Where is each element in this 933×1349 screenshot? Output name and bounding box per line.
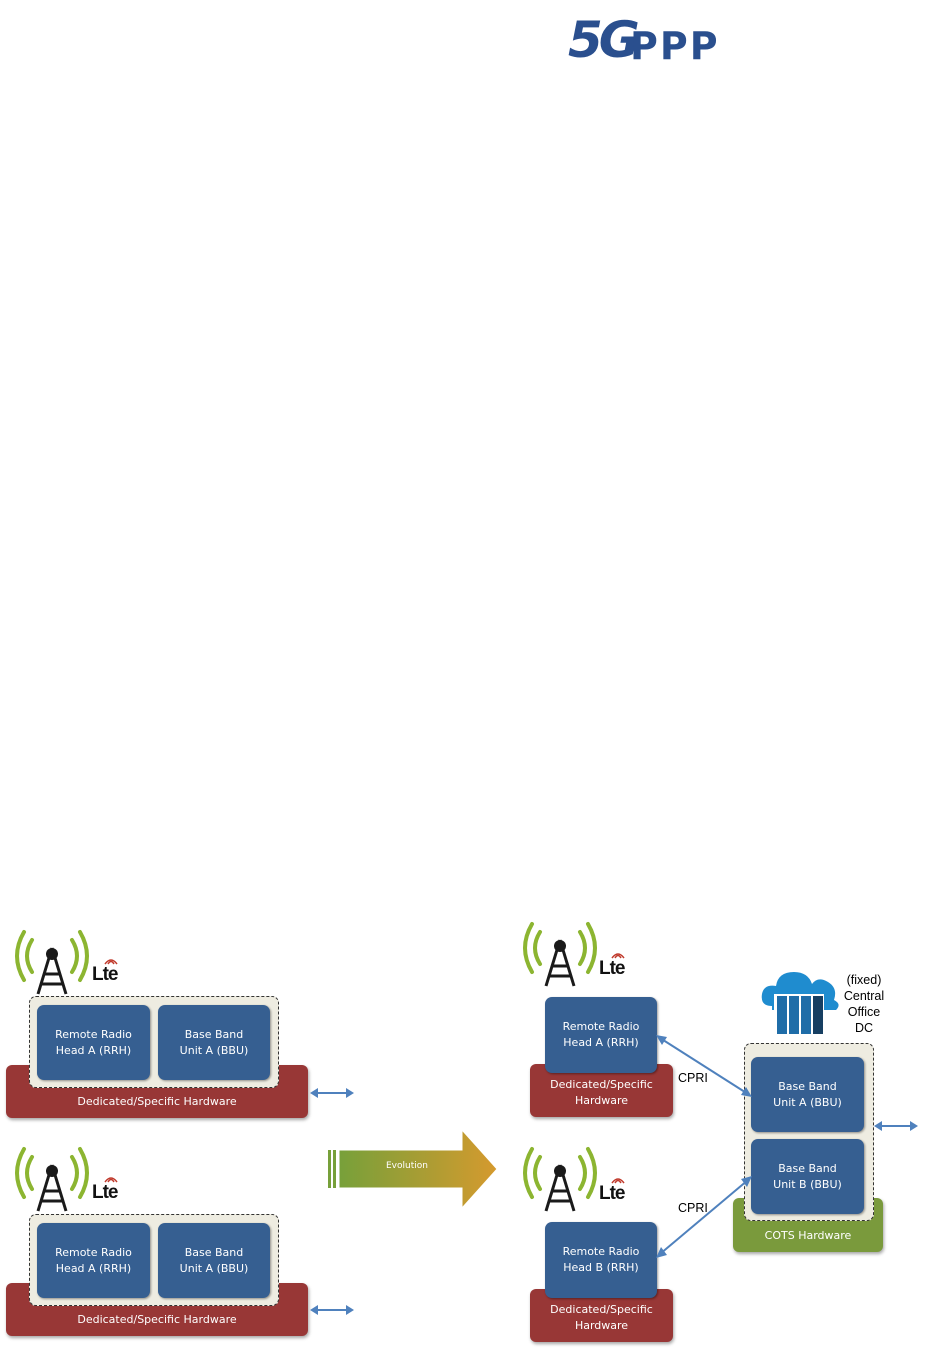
lte-logo: Lte [92, 1182, 118, 1203]
left-site1-bbu: Base Band Unit A (BBU) [158, 1005, 270, 1080]
right-site2-rrh: Remote Radio Head B (RRH) [545, 1222, 657, 1298]
spacer [758, 268, 759, 269]
lte-logo: Lte [599, 1183, 625, 1204]
right-site1-rrh: Remote Radio Head A (RRH) [545, 997, 657, 1073]
double-arrow-icon [874, 1121, 918, 1131]
right-site2-hardware-label: Dedicated/Specific Hardware [550, 1303, 653, 1332]
lte-signal-icon [611, 953, 625, 959]
left-site2-bbu: Base Band Unit A (BBU) [158, 1223, 270, 1298]
cloud-datacenter-icon [761, 972, 839, 1034]
lte-signal-icon [104, 1177, 118, 1183]
logo-5g: 5G [568, 12, 640, 68]
lte-logo: Lte [92, 964, 118, 985]
right-site1-hardware-label: Dedicated/Specific Hardware [550, 1078, 653, 1107]
evolution-label: Evolution [386, 1161, 428, 1171]
cots-hardware-label: COTS Hardware [764, 1229, 852, 1242]
antenna-icon [15, 1147, 89, 1212]
lte-signal-icon [104, 959, 118, 965]
cpri-label-1: CPRI [678, 1071, 708, 1085]
left-site1-hardware-label: Dedicated/Specific Hardware [77, 1095, 237, 1108]
central-office-label: (fixed) Central Office DC [843, 973, 885, 1035]
logo-ppp: PPP [630, 24, 720, 68]
left-site2-rrh: Remote Radio Head A (RRH) [37, 1223, 150, 1298]
left-site1-rrh: Remote Radio Head A (RRH) [37, 1005, 150, 1080]
lte-logo: Lte [599, 958, 625, 979]
logo-5g-text: 5G [568, 11, 640, 69]
lte-signal-icon [611, 1178, 625, 1184]
cpri-label-2: CPRI [678, 1201, 708, 1215]
evolution-arrow [328, 1128, 498, 1210]
double-arrow-icon [310, 1305, 354, 1315]
bbu-b: Base Band Unit B (BBU) [751, 1139, 864, 1214]
antenna-icon [523, 1147, 597, 1212]
double-arrow-icon [310, 1088, 354, 1098]
bbu-a: Base Band Unit A (BBU) [751, 1057, 864, 1132]
cpri-links [656, 1035, 752, 1258]
antenna-icon [523, 922, 597, 987]
antenna-icon [15, 930, 89, 995]
left-site2-hardware-label: Dedicated/Specific Hardware [77, 1313, 237, 1326]
